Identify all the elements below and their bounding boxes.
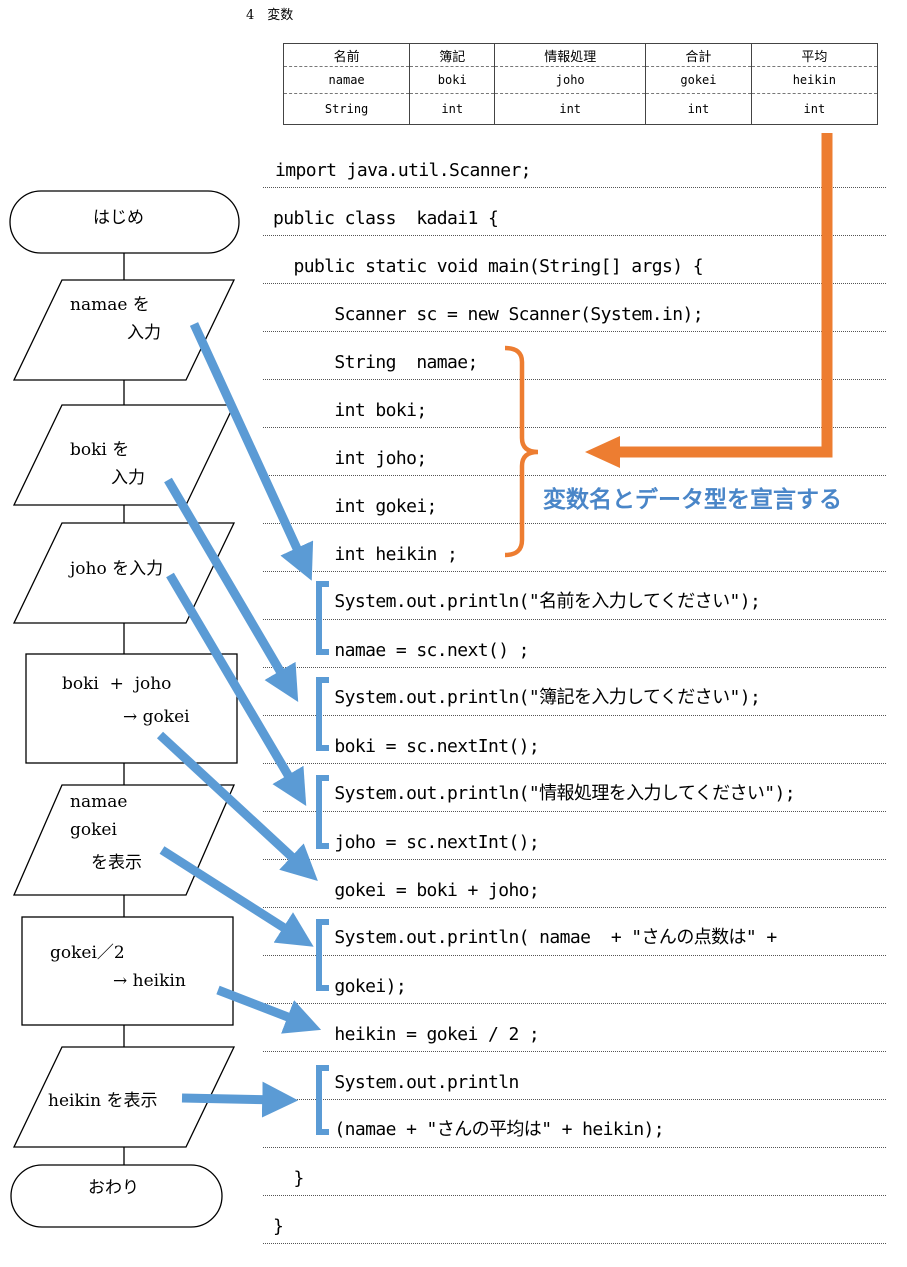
code-line: System.out.println [263,1052,886,1100]
input-namae-label-2: 入力 [110,323,161,343]
blue-brackets [316,581,329,1135]
code-text: (namae + "さんの平均は" + heikin); [273,1119,665,1140]
code-text: public class kadai1 { [273,208,499,229]
code-line: int boki; [263,380,886,428]
orange-arrow-head [585,436,620,468]
code-text: heikin = gokei / 2 ; [273,1024,540,1045]
code-text: gokei = boki + joho; [273,880,540,901]
code-text: gokei); [273,976,407,997]
code-text: System.out.println("簿記を入力してください"); [273,687,761,708]
table-cell: 名前 [282,43,411,67]
process-avg-label-2: → heikin [96,971,186,991]
code-line: int gokei; [263,476,886,524]
input-joho-label: joho を入力 [70,559,164,579]
output-namae-label-2: gokei [70,820,117,840]
code-text: namae = sc.next() ; [273,640,529,661]
start-label: はじめ [93,208,144,228]
output-heikin-shape [12,1046,236,1148]
code-line: System.out.println( namae + "さんの点数は" + [263,908,886,956]
code-text: } [273,1168,304,1189]
code-text: int joho; [273,448,427,469]
table-cell: 合計 [645,43,752,67]
code-text: int gokei; [273,496,437,517]
code-text: joho = sc.nextInt(); [273,832,540,853]
terminal-end [10,1164,223,1228]
code-line: int joho; [263,428,886,476]
terminal-start [9,190,240,254]
code-text: System.out.println [273,1072,519,1093]
input-boki-label-1: boki を [70,440,130,460]
code-line: System.out.println("情報処理を入力してください"); [263,764,886,812]
code-text: public static void main(String[] args) { [273,256,703,277]
table-cell: int [494,93,647,125]
process-avg-shape [21,916,234,1026]
end-label: おわり [88,1178,139,1198]
input-joho-shape [12,522,236,624]
code-line: public class kadai1 { [263,188,886,236]
code-line: namae = sc.next() ; [263,620,886,668]
table-cell: heikin [750,66,879,94]
output-namae-label-1: namae [70,792,128,812]
code-text: int boki; [273,400,427,421]
code-text: System.out.println( namae + "さんの点数は" + [273,927,777,948]
code-text: } [273,1216,284,1237]
code-line: (namae + "さんの平均は" + heikin); [263,1100,886,1148]
process-sum-label-1: boki + joho [62,674,172,694]
table-cell: joho [494,66,647,94]
code-line: System.out.println("簿記を入力してください"); [263,668,886,716]
table-row: String int int int int [282,93,879,125]
table-row: namae boki joho gokei heikin [282,66,879,94]
table-cell: String [282,93,411,125]
code-text: boki = sc.nextInt(); [273,736,540,757]
process-sum-shape [25,653,238,764]
process-sum-label-2: → gokei [106,707,190,727]
code-text: String namae; [273,352,478,373]
declaration-annotation: 変数名とデータ型を宣言する [543,487,842,513]
code-text: int heikin ; [273,544,458,565]
code-line: } [263,1196,886,1244]
orange-brace [504,345,539,558]
output-namae-shape [13,784,235,896]
output-namae-label-3: を表示 [74,853,142,873]
table-cell: int [409,93,496,125]
code-line: } [263,1148,886,1196]
code-line: Scanner sc = new Scanner(System.in); [263,284,886,332]
orange-connector [615,133,833,458]
code-text: System.out.println("情報処理を入力してください"); [273,783,795,804]
code-text: import java.util.Scanner; [275,160,532,181]
table-cell: 簿記 [409,43,496,67]
table-cell: namae [282,66,411,94]
table-cell: 平均 [750,43,879,67]
code-line: heikin = gokei / 2 ; [263,1004,886,1052]
code-line: import java.util.Scanner; [263,140,886,188]
table-row: 名前 簿記 情報処理 合計 平均 [282,43,879,67]
table-cell: boki [409,66,496,94]
table-cell: int [750,93,879,125]
input-boki-label-2: 入力 [94,468,145,488]
input-namae-shape [12,279,236,381]
input-namae-label-1: namae を [70,295,150,315]
code-line: String namae; [263,332,886,380]
variable-table: 名前 簿記 情報処理 合計 平均 namae boki joho gokei h… [282,43,879,125]
code-line: boki = sc.nextInt(); [263,716,886,764]
chapter-header: 4 変数 [246,8,294,23]
code-line: public static void main(String[] args) { [263,236,886,284]
code-line: joho = sc.nextInt(); [263,812,886,860]
code-line: gokei = boki + joho; [263,860,886,908]
code-text: Scanner sc = new Scanner(System.in); [273,304,703,325]
code-line: int heikin ; [263,524,886,572]
output-heikin-label: heikin を表示 [48,1091,158,1111]
code-text: System.out.println("名前を入力してください"); [273,591,761,612]
process-avg-label-1: gokei／2 [50,943,125,963]
table-cell: 情報処理 [494,43,647,67]
code-line: System.out.println("名前を入力してください"); [263,572,886,620]
blue-arrows [156,322,322,1118]
code-line: gokei); [263,956,886,1004]
